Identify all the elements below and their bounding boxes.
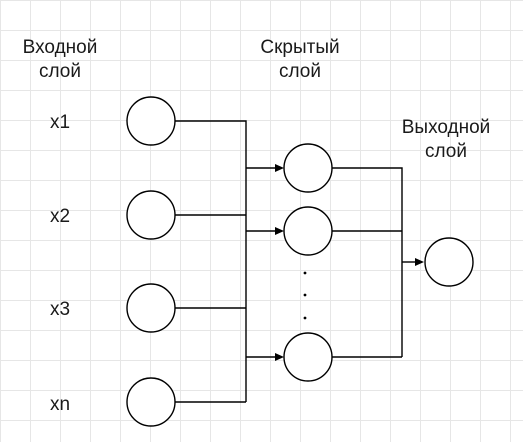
hidden-layer-title-line1: Скрытый <box>260 37 339 58</box>
ellipsis-dot-2 <box>303 293 307 297</box>
input-node-xn <box>126 377 176 427</box>
input-node-x1 <box>126 96 176 146</box>
input-bus-line <box>175 120 247 402</box>
hidden-node-1 <box>283 143 333 193</box>
hidden-layer-title-line2: слой <box>279 61 321 82</box>
input-label-x3: x3 <box>50 299 70 320</box>
output-layer-title-line2: слой <box>425 141 467 162</box>
input-label-x1: x1 <box>50 112 70 133</box>
arrow-to-output <box>415 258 424 266</box>
input-layer-title-line1: Входной <box>23 37 98 58</box>
ellipsis-dot-1 <box>303 271 307 275</box>
arrow-to-hidden-n <box>275 353 284 361</box>
hidden-node-2 <box>283 206 333 256</box>
output-layer-title-line1: Выходной <box>402 117 491 138</box>
arrow-to-hidden-1 <box>275 164 284 172</box>
hidden-node-n <box>283 332 333 382</box>
input-node-x2 <box>126 190 176 240</box>
input-node-x3 <box>126 283 176 333</box>
input-label-x2: x2 <box>50 206 70 227</box>
hidden-bus-line <box>332 167 403 357</box>
input-label-xn: xn <box>50 394 70 415</box>
output-node <box>424 237 474 287</box>
ellipsis-dot-3 <box>303 316 307 320</box>
input-layer-title-line2: слой <box>39 61 81 82</box>
arrow-to-hidden-2 <box>275 227 284 235</box>
